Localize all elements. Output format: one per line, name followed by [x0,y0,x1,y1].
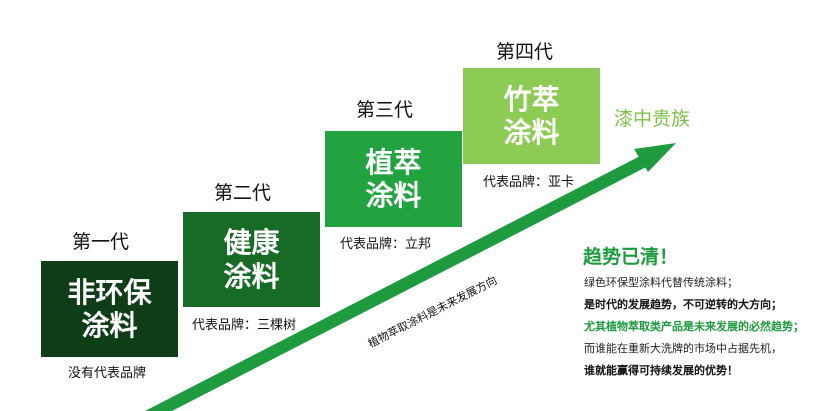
arrow-head [634,143,676,172]
gen1-brand: 没有代表品牌 [68,366,147,381]
trend-title: 趋势已清！ [583,246,679,268]
gen1-label: 第一代 [72,231,130,253]
gen2-brand: 代表品牌：三棵树 [192,318,297,333]
gen3-box-line2: 涂料 [365,179,422,212]
gen4-brand: 代表品牌：亚卡 [483,175,575,190]
trend-line-3: 尤其植物萃取类产品是未来发展的必然趋势； [584,320,804,333]
arrow-body [145,152,654,411]
trend-line-5: 谁就能赢得可持续发展的优势！ [584,364,738,377]
gen1-box-line2: 涂料 [81,309,138,342]
trend-line-2: 是时代的发展趋势，不可逆转的大方向； [584,298,782,311]
gen4-box: 竹萃 涂料 [463,68,600,164]
tagline: 漆中贵族 [614,108,691,130]
gen3-label: 第三代 [356,99,414,121]
trend-line-1: 绿色环保型涂料代替传统涂料； [584,276,738,289]
trend-line-4: 而谁能在重新大洗牌的市场中占据先机， [584,342,782,355]
gen2-label: 第二代 [214,182,272,204]
gen2-box-line1: 健康 [223,226,280,260]
gen3-box: 植萃 涂料 [325,131,462,227]
gen3-brand: 代表品牌：立邦 [340,237,432,252]
gen4-box-line2: 涂料 [503,116,560,149]
gen3-box-line1: 植萃 [365,145,422,179]
gen4-label: 第四代 [496,41,554,63]
gen2-box-line2: 涂料 [223,259,280,293]
gen2-box: 健康 涂料 [183,212,320,307]
gen1-box-line1: 非环保 [67,275,152,309]
gen4-box-line1: 竹萃 [503,82,560,116]
gen1-box: 非环保 涂料 [41,261,178,357]
